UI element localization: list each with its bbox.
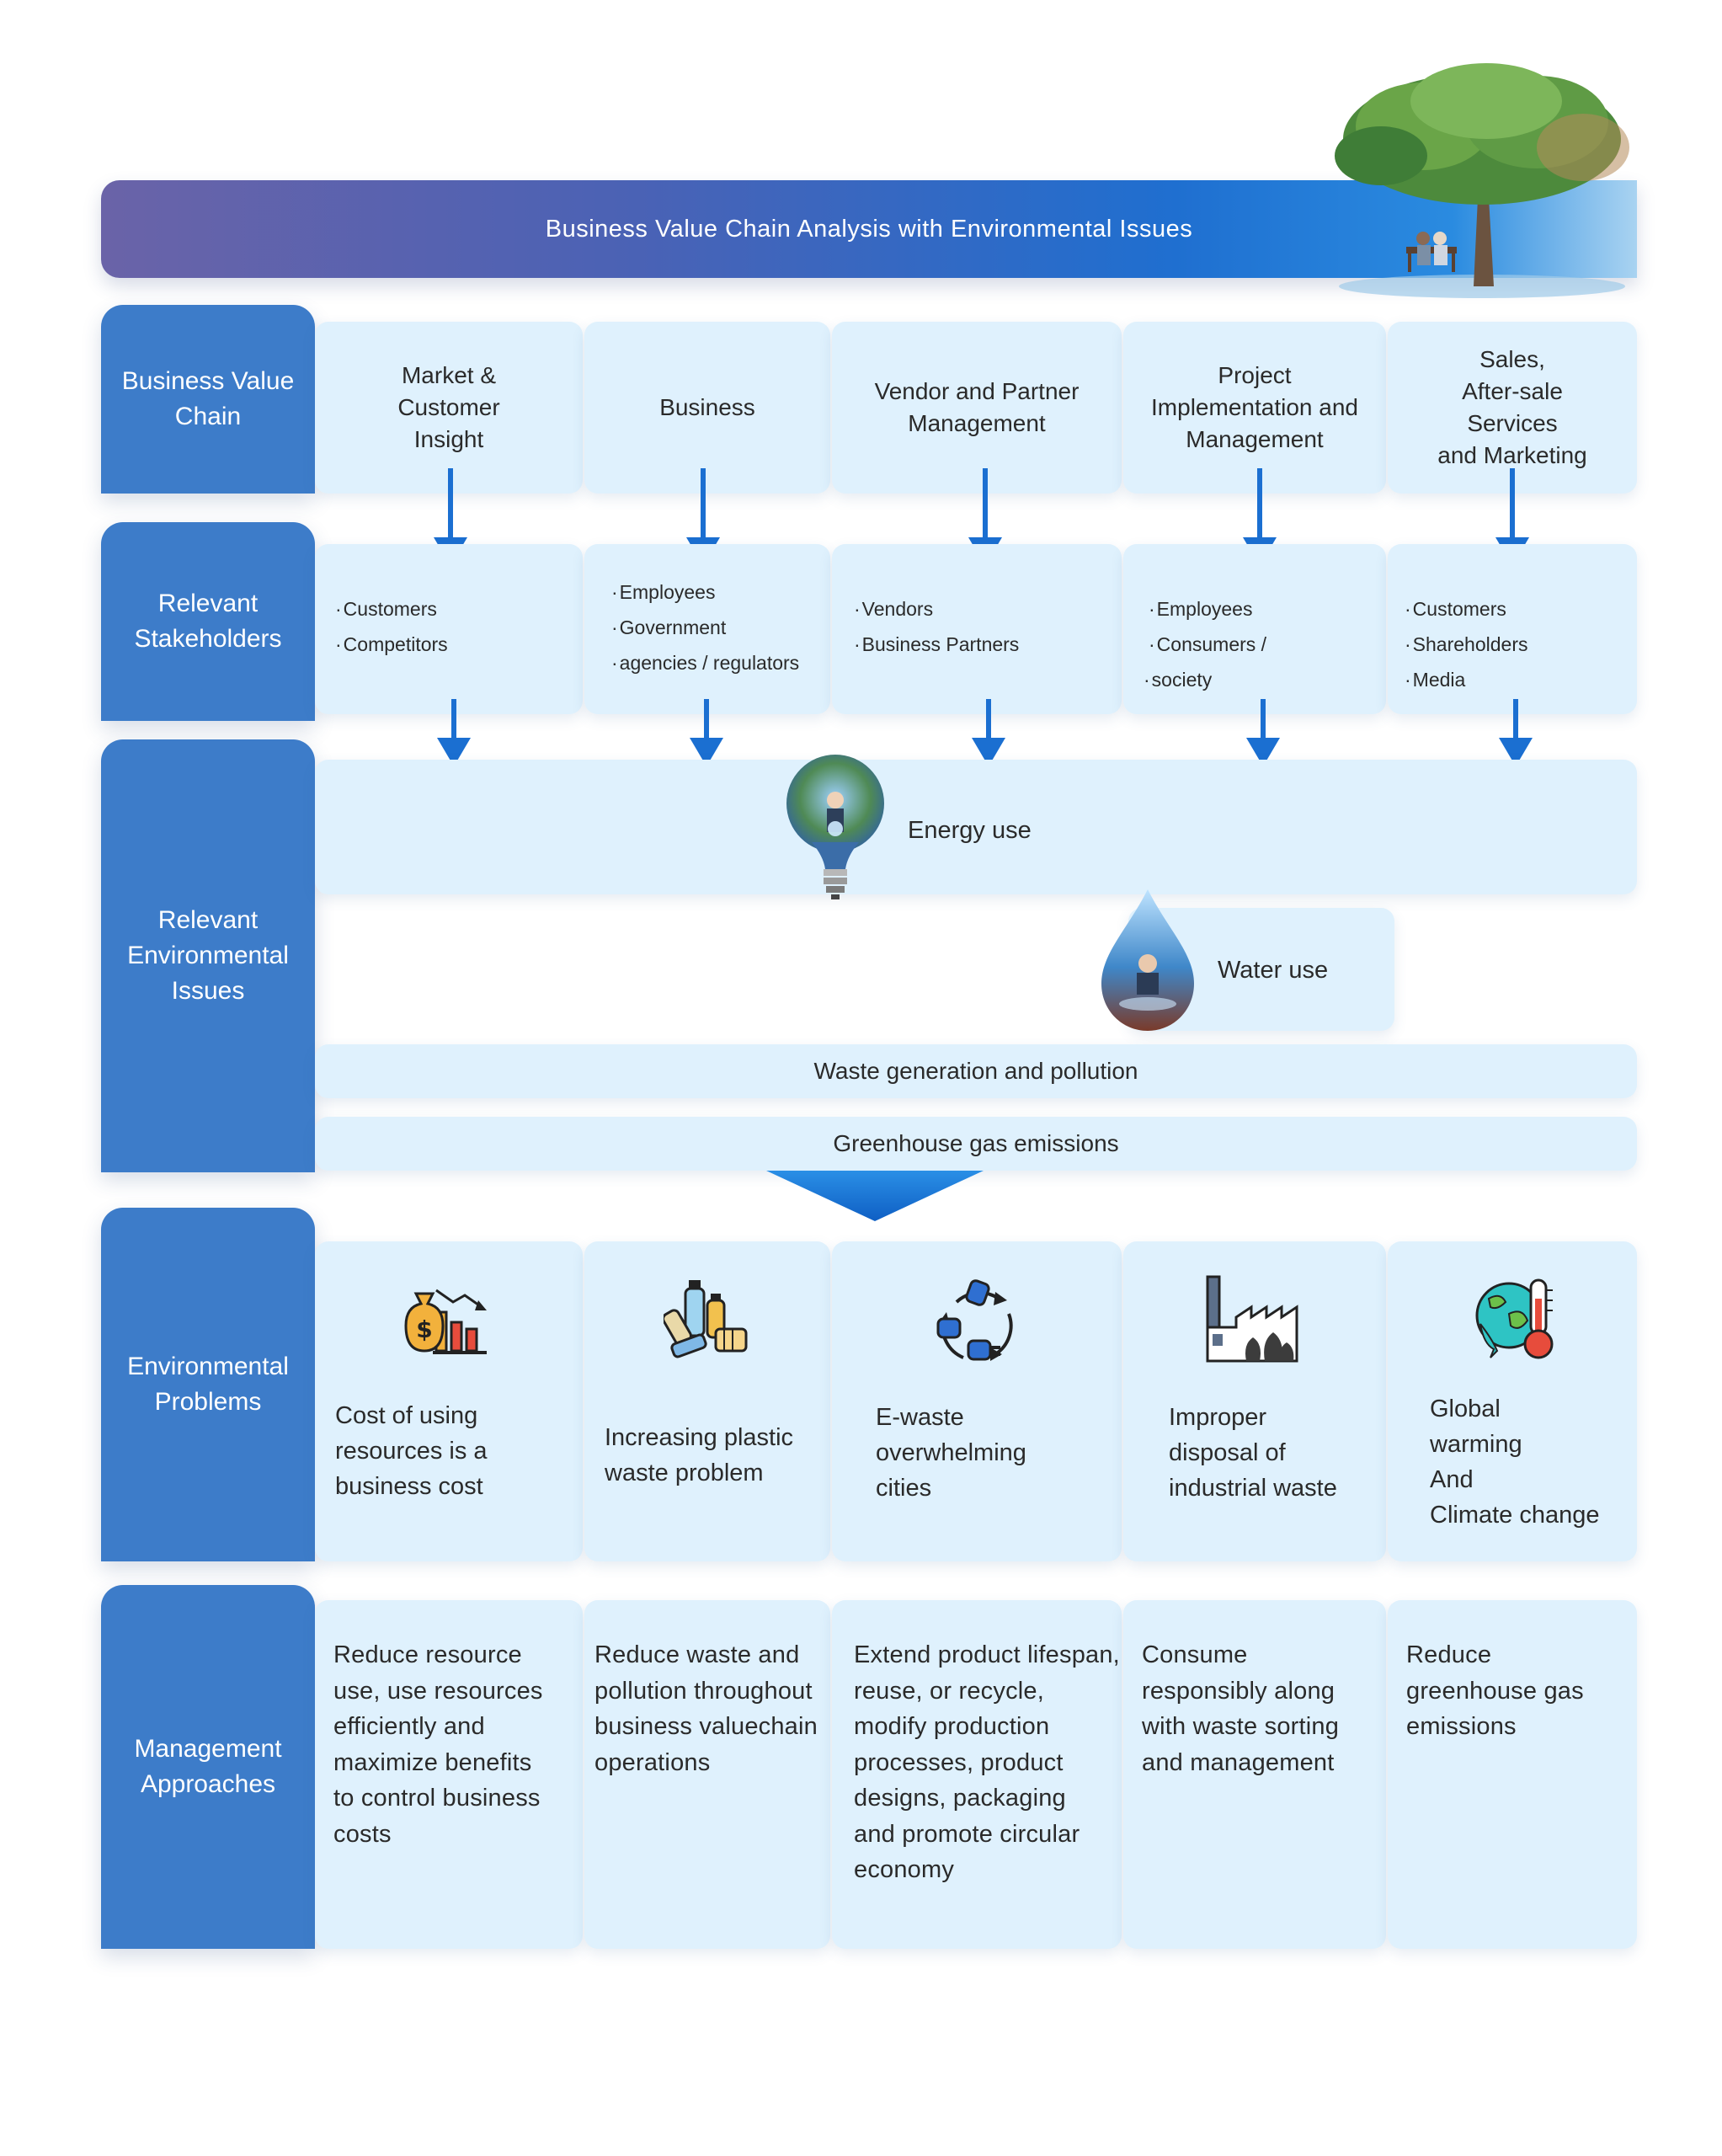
stakeholder-item: society bbox=[1144, 662, 1266, 697]
value-chain-market-insight: Market & Customer Insight bbox=[315, 322, 583, 494]
row-label-text: Relevant Environmental Issues bbox=[127, 906, 289, 1005]
approach-text-3: Extend product lifespan, reuse, or recyc… bbox=[854, 1641, 1120, 1883]
stakeholders-cell-4: Employees Consumers / society bbox=[1123, 544, 1386, 714]
row-label-text: Environmental Problems bbox=[127, 1353, 289, 1416]
stakeholder-item: Shareholders bbox=[1405, 627, 1528, 662]
header-banner bbox=[101, 180, 1637, 278]
approach-text-2: Reduce waste and pollution throughout bu… bbox=[594, 1641, 818, 1776]
svg-text:$: $ bbox=[416, 1315, 432, 1343]
stakeholder-list: Customers Shareholders Media bbox=[1405, 591, 1528, 697]
value-chain-business: Business bbox=[584, 322, 830, 494]
stakeholder-list: Customers Competitors bbox=[335, 591, 448, 662]
problem-text-4: Improper disposal of industrial waste bbox=[1169, 1404, 1337, 1502]
row-label-text: Business Value Chain bbox=[121, 367, 295, 430]
problem-text-3: E-waste overwhelming cities bbox=[876, 1404, 1026, 1502]
stakeholder-item: Customers bbox=[335, 591, 448, 627]
stakeholder-list: Employees Consumers / society bbox=[1149, 591, 1266, 697]
waste-pollution-band: Waste generation and pollution bbox=[315, 1044, 1637, 1098]
stakeholder-item: Competitors bbox=[335, 627, 448, 662]
value-chain-project-implementation: Project Implementation and Management bbox=[1123, 322, 1386, 494]
row-label-stakeholders: Relevant Stakeholders bbox=[101, 522, 315, 721]
ghg-emissions-band: Greenhouse gas emissions bbox=[315, 1117, 1637, 1171]
chevron-down-icon bbox=[766, 1171, 984, 1223]
stakeholder-item: Media bbox=[1405, 662, 1527, 697]
stakeholder-list: Vendors Business Partners bbox=[854, 591, 1020, 662]
factory-icon bbox=[1204, 1273, 1300, 1366]
approach-cell-5 bbox=[1388, 1600, 1637, 1949]
globe-thermometer-icon bbox=[1472, 1273, 1561, 1364]
stakeholder-item: Employees bbox=[611, 574, 799, 610]
water-use-label: Water use bbox=[1218, 957, 1329, 984]
stakeholder-item: Employees bbox=[1149, 591, 1266, 627]
problem-cell-2 bbox=[584, 1241, 830, 1561]
row-label-environmental-problems: Environmental Problems bbox=[101, 1208, 315, 1561]
problem-cell-1 bbox=[315, 1241, 583, 1561]
problem-cell-4 bbox=[1123, 1241, 1386, 1561]
row-label-text: Relevant Stakeholders bbox=[134, 590, 282, 653]
recycle-plugs-icon bbox=[931, 1277, 1024, 1371]
approach-cell-2 bbox=[584, 1600, 830, 1949]
down-arrow-icon bbox=[690, 699, 723, 766]
money-bag-chart-icon: $ bbox=[399, 1278, 492, 1356]
stakeholder-item: Business Partners bbox=[854, 627, 1020, 662]
approach-text-1: Reduce resource use, use resources effic… bbox=[333, 1641, 543, 1848]
stakeholder-list: Employees Government agencies / regulato… bbox=[611, 574, 800, 680]
down-arrow-icon bbox=[1499, 699, 1533, 766]
row-label-management-approaches: Management Approaches bbox=[101, 1585, 315, 1949]
stakeholder-item: Vendors bbox=[854, 591, 1019, 627]
value-chain-sales-marketing: Sales, After-sale Services and Marketing bbox=[1388, 322, 1637, 494]
stakeholders-cell-5: Customers Shareholders Media bbox=[1388, 544, 1637, 714]
approach-text-4: Consume responsibly along with waste sor… bbox=[1142, 1641, 1340, 1776]
stakeholder-item: agencies / regulators bbox=[611, 645, 800, 680]
down-arrow-icon bbox=[437, 699, 471, 766]
plastic-bottles-icon bbox=[662, 1277, 751, 1361]
tree-illustration bbox=[1314, 46, 1650, 299]
problem-text-5: Global warming And Climate change bbox=[1430, 1396, 1600, 1529]
stakeholder-item: Government bbox=[611, 610, 799, 645]
approach-cell-1 bbox=[315, 1600, 583, 1949]
stakeholders-cell-3: Vendors Business Partners bbox=[832, 544, 1122, 714]
approach-cell-4 bbox=[1123, 1600, 1386, 1949]
row-label-text: Management Approaches bbox=[134, 1735, 282, 1798]
approach-text-5: Reduce greenhouse gas emissions bbox=[1406, 1641, 1584, 1740]
stakeholder-item: Customers bbox=[1405, 591, 1527, 627]
stakeholder-item: Consumers / bbox=[1149, 627, 1266, 662]
stakeholders-cell-1: Customers Competitors bbox=[315, 544, 583, 714]
problem-text-1: Cost of using resources is a business co… bbox=[335, 1402, 488, 1500]
stakeholders-cell-2: Employees Government agencies / regulato… bbox=[584, 544, 830, 714]
problem-text-2: Increasing plastic waste problem bbox=[605, 1424, 794, 1486]
approach-cell-3 bbox=[832, 1600, 1122, 1949]
row-label-business-value-chain: Business Value Chain bbox=[101, 305, 315, 494]
energy-use-band bbox=[315, 760, 1637, 894]
value-chain-vendor-partner: Vendor and Partner Management bbox=[832, 322, 1122, 494]
page-title: Business Value Chain Analysis with Envir… bbox=[545, 215, 1193, 243]
water-drop-icon bbox=[1095, 886, 1201, 1034]
lightbulb-icon bbox=[783, 751, 888, 903]
energy-use-label: Energy use bbox=[908, 817, 1032, 844]
down-arrow-icon bbox=[972, 699, 1005, 766]
row-label-environmental-issues: Relevant Environmental Issues bbox=[101, 739, 315, 1172]
down-arrow-icon bbox=[1246, 699, 1280, 766]
